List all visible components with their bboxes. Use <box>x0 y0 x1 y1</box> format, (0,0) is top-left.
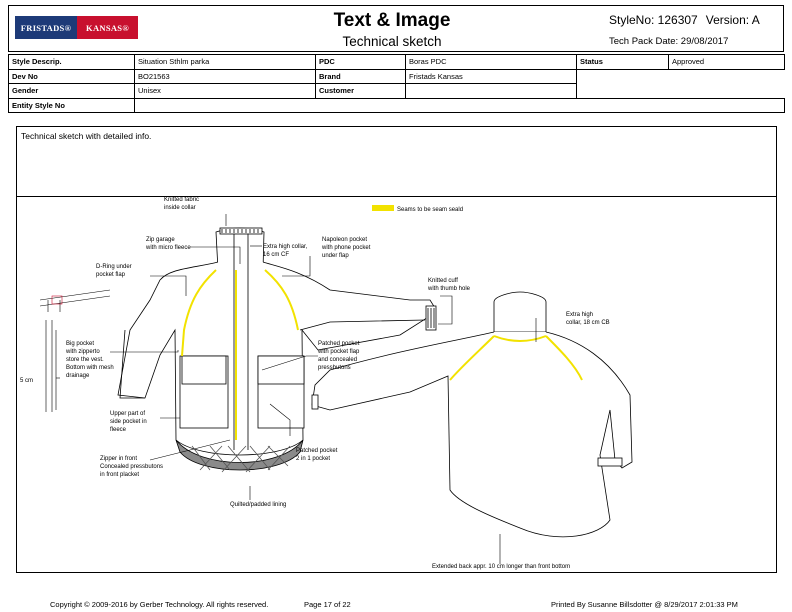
annotation-collar-front: Extra high collar,16 cm CF <box>263 244 308 258</box>
annotation-extended-back: Extended back appr. 10 cm longer than fr… <box>432 564 570 570</box>
version-label: Version: A <box>705 13 760 27</box>
page-header: FRISTADS® KANSAS® Text & Image Technical… <box>8 5 784 52</box>
style-version: StyleNo: 126307 Version: A <box>609 13 768 27</box>
entity-style-value <box>134 97 785 113</box>
table-row: Dev No BO21563 Brand Fristads Kansas <box>8 68 785 84</box>
style-number: StyleNo: 126307 <box>609 13 698 27</box>
back-seam-lines <box>449 335 583 381</box>
back-parka-drawing <box>311 291 633 538</box>
sketch-note: Technical sketch with detailed info. <box>21 131 152 141</box>
five-cm-label: 5 cm <box>20 378 33 384</box>
copyright-text: Copyright © 2009-2016 by Gerber Technolo… <box>50 600 269 609</box>
page-number: Page 17 of 22 <box>304 600 351 609</box>
front-seam-lines <box>181 269 299 440</box>
seam-legend-swatch <box>372 205 394 211</box>
document-title: Text & Image <box>333 10 451 31</box>
front-parka-drawing <box>117 227 437 473</box>
status-value: Approved <box>668 54 785 70</box>
seam-legend-label: Seams to be seam seald <box>397 207 463 213</box>
technical-sketch-panel: Technical sketch with detailed info. <box>16 126 777 573</box>
table-row: Style Descrip. Situation Sthlm parka PDC… <box>8 54 785 70</box>
table-row: Entity Style No <box>8 97 785 113</box>
empty-cell <box>576 69 785 84</box>
annotation-leaders <box>110 214 537 564</box>
brand-logo: FRISTADS® KANSAS® <box>15 16 138 39</box>
document-subtitle: Technical sketch <box>342 34 442 49</box>
logo-kansas: KANSAS® <box>77 16 138 39</box>
d-ring-detail <box>39 289 111 412</box>
annotation-quilted-lining: Quilted/padded lining <box>230 502 286 508</box>
divider <box>17 196 776 197</box>
empty-cell <box>576 83 785 98</box>
style-info-table: Style Descrip. Situation Sthlm parka PDC… <box>8 54 785 113</box>
tech-pack-date: Tech Pack Date: 29/08/2017 <box>609 36 729 47</box>
printed-by: Printed By Susanne Billsdotter @ 8/29/20… <box>551 600 738 609</box>
logo-fristads: FRISTADS® <box>15 16 77 39</box>
table-row: Gender Unisex Customer <box>8 83 785 99</box>
